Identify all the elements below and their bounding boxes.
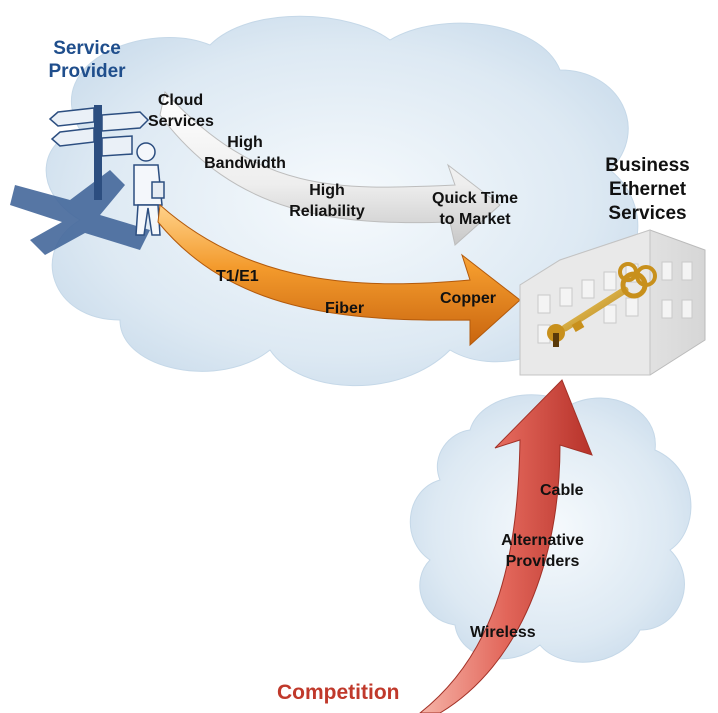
- connectivity-arrow: [157, 203, 521, 347]
- label-cloud-services: Cloud Services: [148, 92, 214, 130]
- quick-time-arrow: [159, 90, 501, 246]
- golden-key-icon: [547, 262, 657, 347]
- signpost-icon: [48, 105, 150, 200]
- provider-base-arrow: [10, 170, 150, 255]
- label-fiber: Fiber: [325, 300, 365, 317]
- label-alternative-providers: Alternative Providers: [501, 532, 584, 570]
- businessman-icon: [133, 142, 165, 236]
- label-quick-time: Quick Time to Market: [432, 190, 518, 228]
- competition-arrow: [419, 379, 593, 713]
- label-wireless: Wireless: [470, 624, 536, 641]
- label-copper: Copper: [440, 290, 496, 307]
- label-t1e1: T1/E1: [216, 268, 259, 285]
- label-high-reliability: High Reliability: [289, 182, 365, 220]
- competition-title: Competition: [277, 681, 400, 704]
- label-cable: Cable: [540, 482, 584, 499]
- business-ethernet-title: Business Ethernet Services: [605, 155, 690, 224]
- service-provider-title: Service Provider: [48, 38, 126, 82]
- label-high-bandwidth: High Bandwidth: [204, 134, 286, 172]
